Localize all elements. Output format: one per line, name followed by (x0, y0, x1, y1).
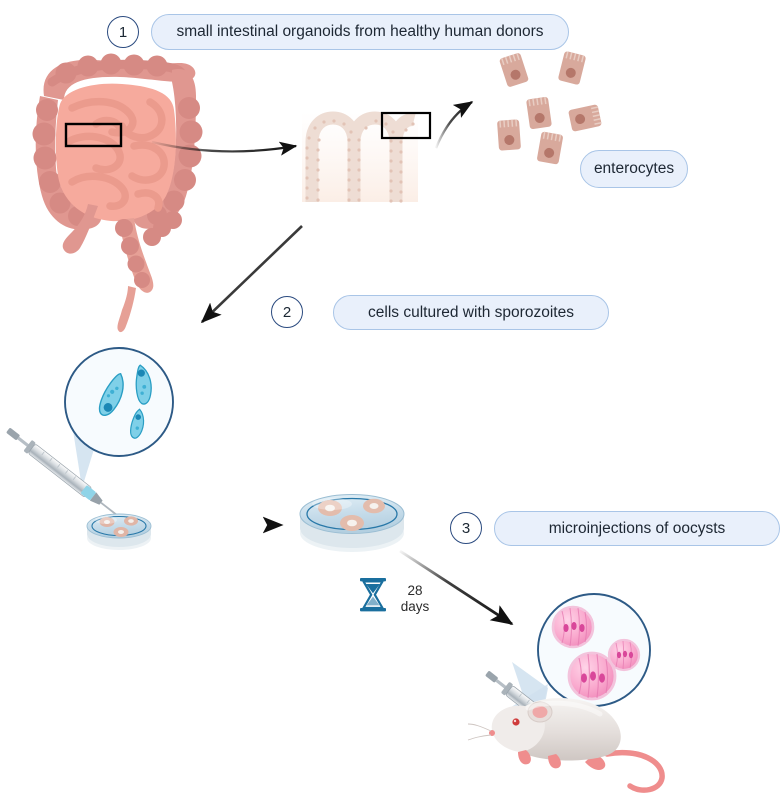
step-label-2: cells cultured with sporozoites (333, 295, 609, 330)
syringe-mouse (485, 671, 602, 763)
arrow-intestine-to-villi (151, 140, 298, 156)
enterocytes-label: enterocytes (580, 150, 688, 188)
organoid (340, 515, 364, 531)
incubation-value: 28 (407, 583, 423, 598)
oocyst (607, 638, 641, 672)
step-label-3: microinjections of oocysts (494, 511, 780, 546)
sporozoite (135, 364, 152, 405)
arrow-villi-to-enterocytes (434, 100, 474, 149)
intestine-region-highlight (64, 122, 123, 148)
organoid (113, 527, 129, 537)
sporozoite (98, 372, 124, 417)
incubation-duration: 28 days (392, 583, 438, 615)
syringe-sporozoites (6, 428, 135, 530)
oocyst (567, 651, 617, 701)
step-number-3: 3 (450, 512, 482, 544)
step-number-1: 1 (107, 16, 139, 48)
magnifier-cone-oocysts (512, 662, 548, 740)
step-label-1: small intestinal organoids from healthy … (151, 14, 569, 50)
organoid (124, 516, 138, 526)
villi-region-highlight (380, 111, 432, 140)
petri-dish-small (86, 513, 152, 550)
mouse-illustration (467, 698, 665, 793)
sporozoite-magnifier (64, 347, 174, 457)
organoid (99, 517, 115, 527)
intestine-illustration (32, 53, 203, 333)
oocyst (551, 605, 595, 649)
villi-illustration (302, 111, 418, 203)
incubation-unit: days (400, 598, 430, 614)
organoid (363, 498, 385, 514)
organoid (318, 500, 342, 516)
step-number-2: 2 (271, 296, 303, 328)
oocyst-magnifier (537, 593, 651, 707)
sporozoite (130, 408, 145, 439)
hourglass-icon (360, 578, 386, 612)
enterocyte-cells (497, 51, 602, 165)
petri-dish-large (299, 494, 405, 552)
magnifier-cone-sporozoites (72, 404, 108, 488)
